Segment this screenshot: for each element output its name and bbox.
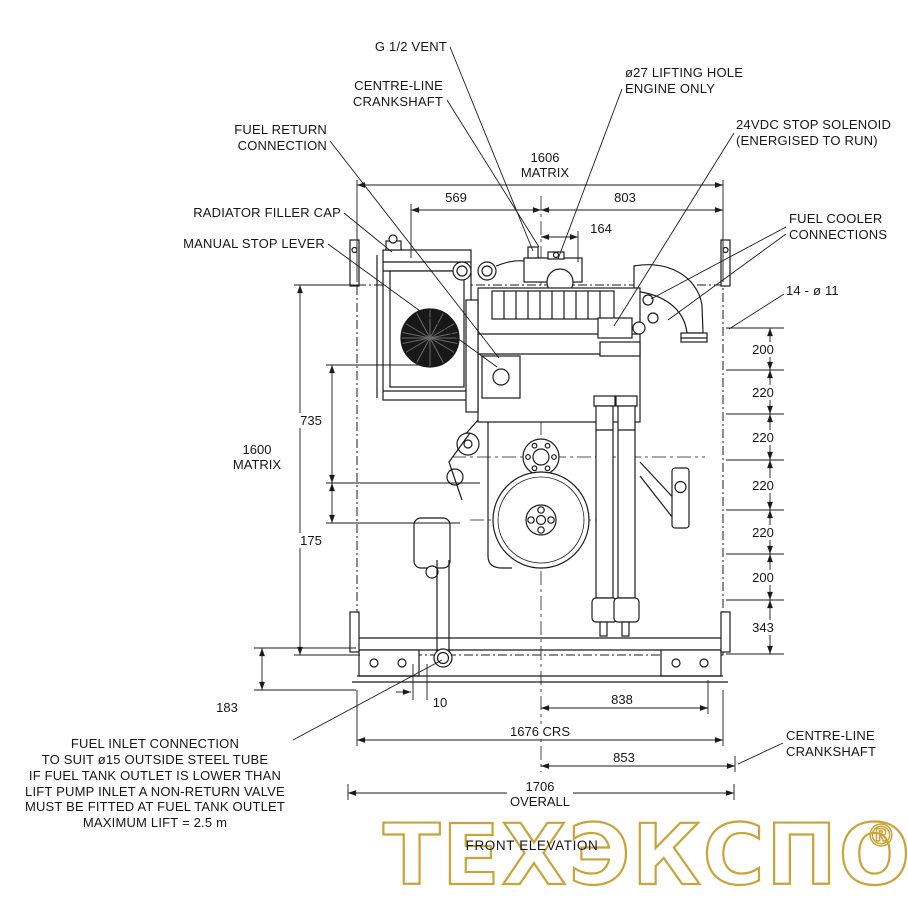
dim-803: 803 xyxy=(611,190,639,206)
dim-183: 183 xyxy=(213,700,241,716)
dim-chain-220b: 220 xyxy=(749,430,777,446)
exhaust-stacks xyxy=(591,395,640,637)
dim-chain-200a: 200 xyxy=(749,342,777,358)
leader-lines xyxy=(292,46,787,765)
watermark: ТЕХЭКСПО ® xyxy=(382,805,908,900)
dim-chain-220a: 220 xyxy=(749,385,777,401)
dim-1676-crs: 1676 CRS xyxy=(507,724,573,740)
dim-838: 838 xyxy=(608,692,636,708)
dim-175: 175 xyxy=(297,533,325,549)
dim-chain-200b: 200 xyxy=(749,570,777,586)
label-fuel-inlet-note: FUEL INLET CONNECTION TO SUIT ø15 OUTSID… xyxy=(24,736,286,831)
fuel-cooler-connection xyxy=(647,312,659,324)
label-centre-line-crankshaft-top: CENTRE-LINE CRANKSHAFT xyxy=(352,78,443,109)
dim-chain-220d: 220 xyxy=(749,525,777,541)
label-mounting-holes: 14 - ø 11 xyxy=(786,283,839,298)
starter-motor xyxy=(413,517,451,569)
dim-matrix-height: 1600 MATRIX xyxy=(229,442,285,473)
label-lifting-hole: ø27 LIFTING HOLE ENGINE ONLY xyxy=(625,65,744,96)
dim-chain-343: 343 xyxy=(749,620,777,636)
vent-fitting xyxy=(527,246,539,259)
label-manual-stop-lever: MANUAL STOP LEVER xyxy=(183,236,325,251)
dim-164: 164 xyxy=(587,221,615,237)
dim-10: 10 xyxy=(429,695,451,711)
dim-1706-overall: 1706 OVERALL xyxy=(507,779,573,810)
label-fuel-return: FUEL RETURN CONNECTION xyxy=(234,122,327,153)
dim-matrix-width: 1606 MATRIX xyxy=(517,150,573,181)
dimension-lines xyxy=(254,180,784,800)
stop-solenoid-body xyxy=(597,317,633,339)
dim-853: 853 xyxy=(610,750,638,766)
registered-mark: ® xyxy=(866,819,896,854)
label-centre-line-crankshaft-bottom: CENTRE-LINE CRANKSHAFT xyxy=(786,728,877,759)
engine-block xyxy=(465,287,659,423)
support-bracket xyxy=(639,461,690,529)
matrix-boundary xyxy=(356,284,724,656)
exhaust-elbow xyxy=(633,264,708,343)
label-g-vent: G 1/2 VENT xyxy=(374,39,447,54)
label-fuel-cooler: FUEL COOLER CONNECTIONS xyxy=(789,211,888,242)
dim-569: 569 xyxy=(442,190,470,206)
drawing-title: FRONT ELEVATION xyxy=(465,838,599,853)
flywheel-damper xyxy=(492,438,590,569)
base-frame xyxy=(349,239,731,683)
label-stop-solenoid: 24VDC STOP SOLENOID (ENERGISED TO RUN) xyxy=(736,117,892,148)
top-hoses-turbo xyxy=(452,246,583,296)
dim-735: 735 xyxy=(297,413,325,429)
radiator xyxy=(376,234,472,401)
fuel-cooler-connection xyxy=(642,294,654,306)
front-accessories xyxy=(413,419,512,668)
label-radiator-filler-cap: RADIATOR FILLER CAP xyxy=(193,205,341,220)
watermark-text: ТЕХЭКСПО xyxy=(383,806,908,900)
dim-chain-220c: 220 xyxy=(749,478,777,494)
